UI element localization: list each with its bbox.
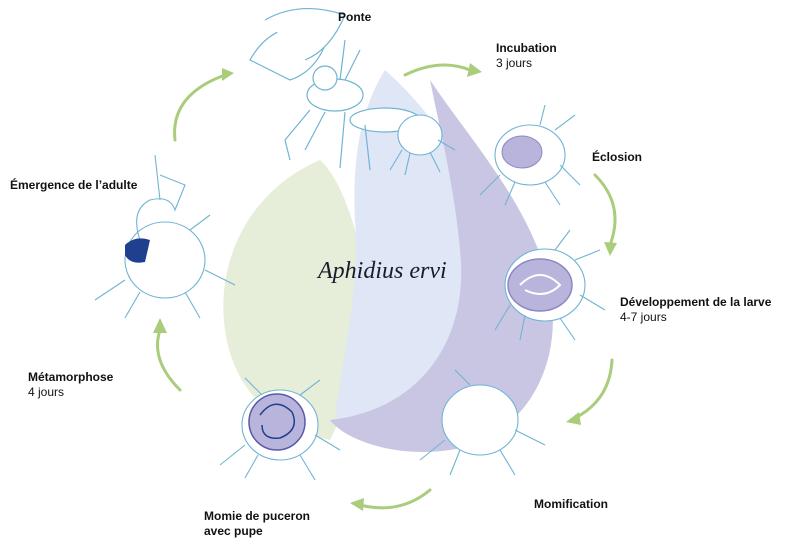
- arrow-momie-to-metamorphose: [158, 330, 181, 390]
- stage-momification: Momification: [534, 497, 608, 512]
- stage-metamorphose-duration: 4 jours: [28, 385, 113, 400]
- stage-developpement-duration: 4-7 jours: [620, 310, 771, 325]
- life-cycle-diagram: Aphidius ervi Ponte Incubation 3 jours É…: [0, 0, 806, 524]
- stage-incubation: Incubation 3 jours: [496, 41, 557, 71]
- stage-eclosion-name: Éclosion: [592, 150, 642, 165]
- arrow-momification-to-momie: [360, 490, 430, 508]
- stage-momie: Momie de puceron avec pupe: [204, 494, 310, 554]
- stage-momification-name: Momification: [534, 497, 608, 512]
- pupa-icon: [249, 394, 305, 450]
- arrow-ponte-to-incubation: [405, 65, 470, 75]
- arrow-emergence-to-ponte: [175, 75, 225, 140]
- stage-ponte-name: Ponte: [338, 10, 371, 25]
- stage-ponte: Ponte: [338, 10, 371, 25]
- stage-metamorphose-name: Métamorphose: [28, 370, 113, 385]
- stage-momie-name: Momie de puceron avec pupe: [204, 509, 310, 539]
- larva-development-icon: [508, 259, 572, 311]
- arrow-incubation-to-eclosion: [595, 175, 615, 245]
- stage-developpement-name: Développement de la larve: [620, 295, 771, 310]
- stage-emergence: Émergence de l’adulte: [10, 178, 137, 193]
- arrow-development-to-momification: [575, 360, 612, 418]
- larva-eclosion-icon: [502, 136, 542, 168]
- stage-eclosion: Éclosion: [592, 150, 642, 165]
- stage-metamorphose: Métamorphose 4 jours: [28, 370, 113, 400]
- stage-emergence-name: Émergence de l’adulte: [10, 178, 137, 193]
- stage-developpement: Développement de la larve 4-7 jours: [620, 295, 771, 325]
- species-title: Aphidius ervi: [318, 258, 447, 285]
- stage-incubation-name: Incubation: [496, 41, 557, 56]
- stage-incubation-duration: 3 jours: [496, 56, 557, 71]
